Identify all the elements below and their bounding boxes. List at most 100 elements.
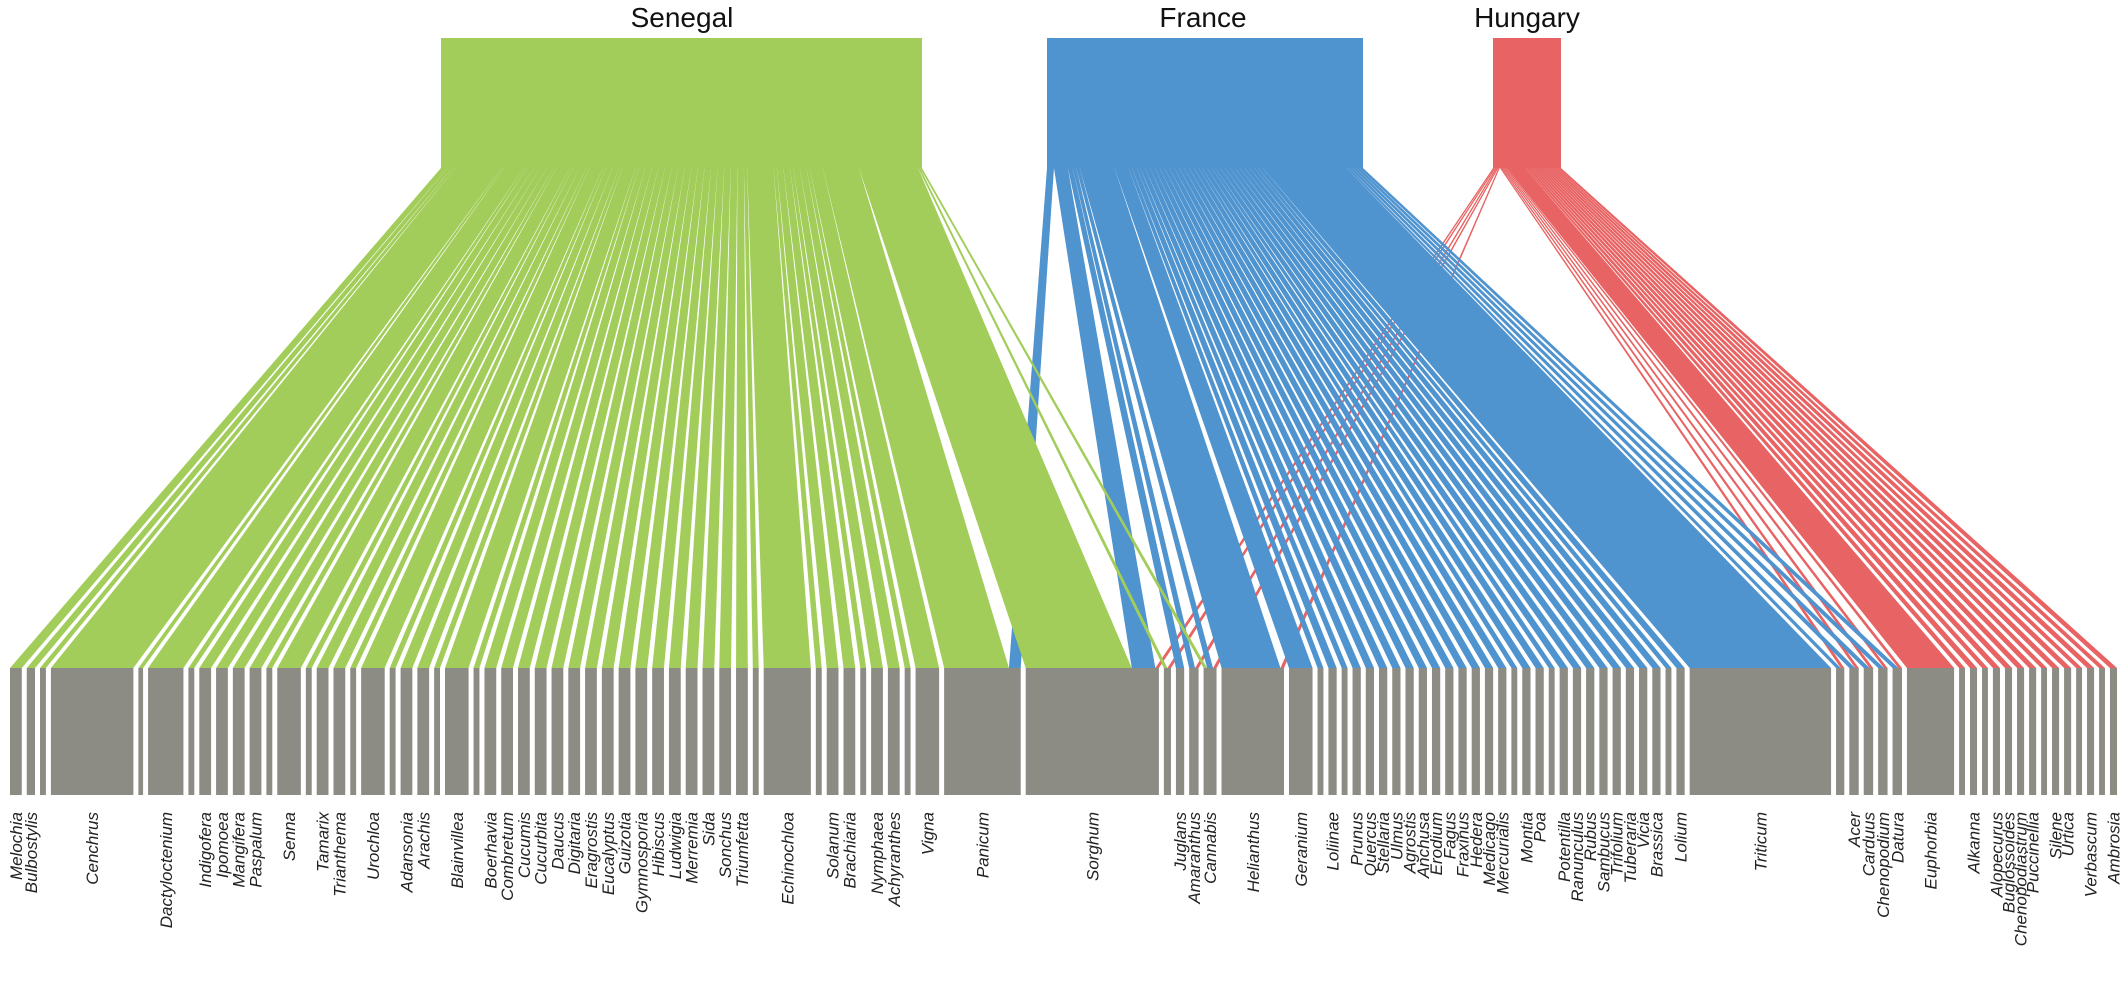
genus-label-digitaria: Digitaria <box>565 812 584 874</box>
genus-label-hibiscus: Hibiscus <box>649 812 668 877</box>
link-senegal-senna <box>277 168 570 668</box>
genus-label-echinochloa: Echinochloa <box>778 812 797 905</box>
link-france-loliinae <box>1131 168 1337 668</box>
genus-bar-senna <box>277 668 301 795</box>
genus-bar-trifolium <box>1612 668 1621 795</box>
genus-bar-verbascum <box>2087 668 2095 795</box>
link-france-helianthus <box>1079 168 1281 668</box>
link-france-lolium <box>1257 168 1685 668</box>
link-senegal-vigna <box>809 168 940 668</box>
genus-bar <box>473 668 480 795</box>
genus-bar <box>1317 668 1324 795</box>
genus-label-ranunculus: Ranunculus <box>1568 812 1587 902</box>
genus-label-brassica: Brassica <box>1647 812 1666 877</box>
link-senegal-adansonia <box>400 168 613 668</box>
genus-label-cenchrus: Cenchrus <box>83 812 102 885</box>
genus-label-fraxinus: Fraxinus <box>1454 812 1473 878</box>
genus-label-tuberaria: Tuberaria <box>1621 812 1640 884</box>
genus-label-puccinellia: Puccinellia <box>2024 812 2043 893</box>
genus-bar-sonchus <box>719 668 732 795</box>
genus-bar-guizotia <box>618 668 631 795</box>
link-hungary-verbascum <box>1553 168 2095 668</box>
genus-bar-digitaria <box>568 668 581 795</box>
genus-bar-brassica <box>1652 668 1661 795</box>
genus-bar-sida <box>702 668 715 795</box>
link-senegal <box>773 168 822 668</box>
link-senegal-tamarix <box>316 168 580 668</box>
genus-bar-urtica <box>2064 668 2072 795</box>
genus-bar-adansonia <box>400 668 413 795</box>
genus-bar-alopecurus <box>1992 668 2000 795</box>
genus-label-verbascum: Verbascum <box>2082 812 2101 897</box>
genus-label-merremia: Merremia <box>683 812 702 884</box>
genus-label-triumfetta: Triumfetta <box>733 812 752 887</box>
link-france-prunus <box>1140 168 1361 668</box>
genus-label-indigofera: Indigofera <box>196 812 215 888</box>
link-senegal-ipomoea <box>216 168 541 668</box>
genus-label-vicia: Vicia <box>1634 812 1653 849</box>
genus-label-chenopodiastrum: Chenopodiastrum <box>2012 812 2031 946</box>
country-labels: Senegal France Hungary <box>631 2 1580 33</box>
link-france-agrostis <box>1159 168 1414 668</box>
genus-label-silene: Silene <box>2047 812 2066 859</box>
genus-label-daucus: Daucus <box>548 812 567 870</box>
link-senegal <box>434 168 623 668</box>
genus-label-trifolium: Trifolium <box>1608 812 1627 876</box>
genus-bars <box>10 668 2118 795</box>
link-senegal-hibiscus <box>652 168 712 668</box>
genus-bar-brachiaria <box>843 668 856 795</box>
link-france-quercus <box>1145 168 1375 668</box>
link-france-mercurialis <box>1193 168 1507 668</box>
link-france-trifolium <box>1234 168 1621 668</box>
genus-bar-anchusa <box>1418 668 1427 795</box>
genus-label-mercurialis: Mercurialis <box>1493 812 1512 895</box>
genus-bar-achyranthes <box>887 668 900 795</box>
genus-bar-alkanna <box>1969 668 1978 795</box>
genus-bar-cucumis <box>517 668 530 795</box>
genus-bar-bulbostylis <box>26 668 36 795</box>
link-france-ranunculus <box>1220 168 1582 668</box>
genus-label-quercus: Quercus <box>1361 812 1380 877</box>
genus-bar-triumfetta <box>736 668 748 795</box>
genus-label-ambrosia: Ambrosia <box>2105 812 2124 885</box>
genus-label-blainvillea: Blainvillea <box>448 812 467 889</box>
link-senegal <box>350 168 590 668</box>
link-senegal-dactyloctenium <box>148 168 524 668</box>
genus-bar-erodium <box>1431 668 1441 795</box>
link-senegal-combretum <box>501 168 652 668</box>
link-hungary <box>1555 168 2105 668</box>
link-senegal <box>40 168 456 668</box>
link-france <box>1136 168 1348 668</box>
genus-label-urochloa: Urochloa <box>364 812 383 880</box>
link-senegal-echinochloa <box>747 168 811 668</box>
genus-label-cannabis: Cannabis <box>1201 812 1220 884</box>
link-senegal-bulbostylis <box>26 168 453 668</box>
genus-label-combretum: Combretum <box>498 812 517 901</box>
genus-bar-ulmus <box>1392 668 1401 795</box>
genus-label-bulbostylis: Bulbostylis <box>22 812 41 894</box>
genus-bar-trianthema <box>333 668 346 795</box>
link-senegal-cucurbita <box>534 168 666 668</box>
link-senegal-arachis <box>417 168 620 668</box>
genus-label-carduus: Carduus <box>1859 812 1878 877</box>
genus-label-adansonia: Adansonia <box>397 812 416 893</box>
link-senegal-trianthema <box>333 168 587 668</box>
link-france-sorghum <box>1053 168 1156 668</box>
link-france-juglans <box>1067 168 1185 668</box>
genus-bar-amaranthus <box>1189 668 1199 795</box>
genus-bar-panicum <box>944 668 1021 795</box>
genus-bar-buglossoides <box>2004 668 2013 795</box>
link-hungary-alopecurus <box>1532 168 2000 668</box>
link-hungary-ambrosia <box>1558 168 2118 668</box>
genus-label-loliinae: Loliinae <box>1324 812 1343 871</box>
genus-bar-ambrosia <box>2109 668 2118 795</box>
genus-label-ulmus: Ulmus <box>1387 812 1406 861</box>
genus-label-trianthema: Trianthema <box>330 812 349 897</box>
genus-label-brachiaria: Brachiaria <box>840 812 859 889</box>
genus-bar <box>1511 668 1518 795</box>
link-hungary-datura <box>1505 168 1902 668</box>
genus-bar <box>1341 668 1348 795</box>
genus-label-tamarix: Tamarix <box>314 812 333 872</box>
genus-label-prunus: Prunus <box>1348 812 1367 866</box>
link-senegal-urochloa <box>361 168 603 668</box>
